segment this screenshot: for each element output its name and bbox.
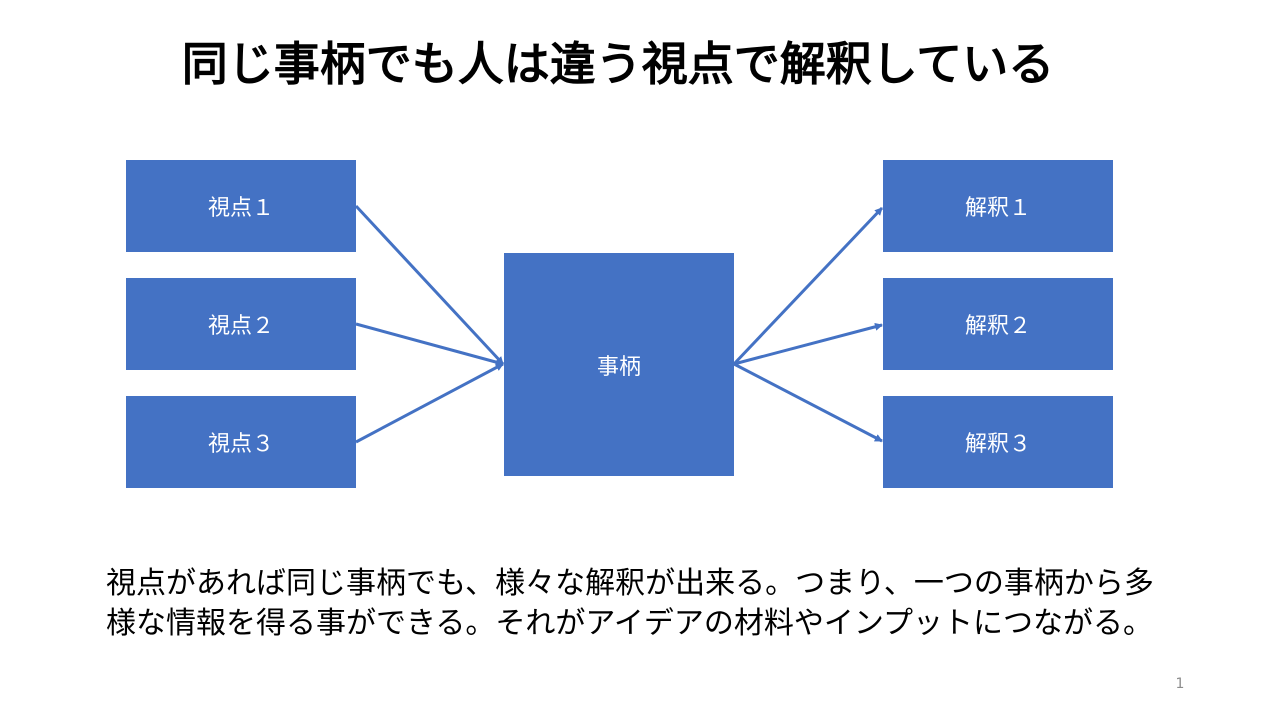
arrow-viewpoint-1-to-center bbox=[354, 204, 505, 366]
interpretation-box-2: 解釈２ bbox=[883, 278, 1113, 370]
center-subject-box: 事柄 bbox=[504, 253, 734, 476]
slide-number: 1 bbox=[1175, 676, 1185, 692]
arrow-center-to-interpretation-3 bbox=[733, 362, 883, 443]
slide-title: 同じ事柄でも人は違う視点で解釈している bbox=[181, 37, 1055, 91]
arrow-viewpoint-2-to-center bbox=[355, 322, 504, 367]
arrow-center-to-interpretation-2 bbox=[733, 322, 883, 366]
arrow-center-to-interpretation-1 bbox=[732, 206, 884, 366]
viewpoint-box-2: 視点２ bbox=[126, 278, 356, 370]
viewpoint-box-3: 視点３ bbox=[126, 396, 356, 488]
viewpoint-box-1: 視点１ bbox=[126, 160, 356, 252]
arrow-viewpoint-3-to-center bbox=[355, 362, 504, 444]
body-text: 視点があれば同じ事柄でも、様々な解釈が出来る。つまり、一つの事柄から多様な情報を… bbox=[106, 566, 1154, 641]
interpretation-box-3: 解釈３ bbox=[883, 396, 1113, 488]
interpretation-box-1: 解釈１ bbox=[883, 160, 1113, 252]
